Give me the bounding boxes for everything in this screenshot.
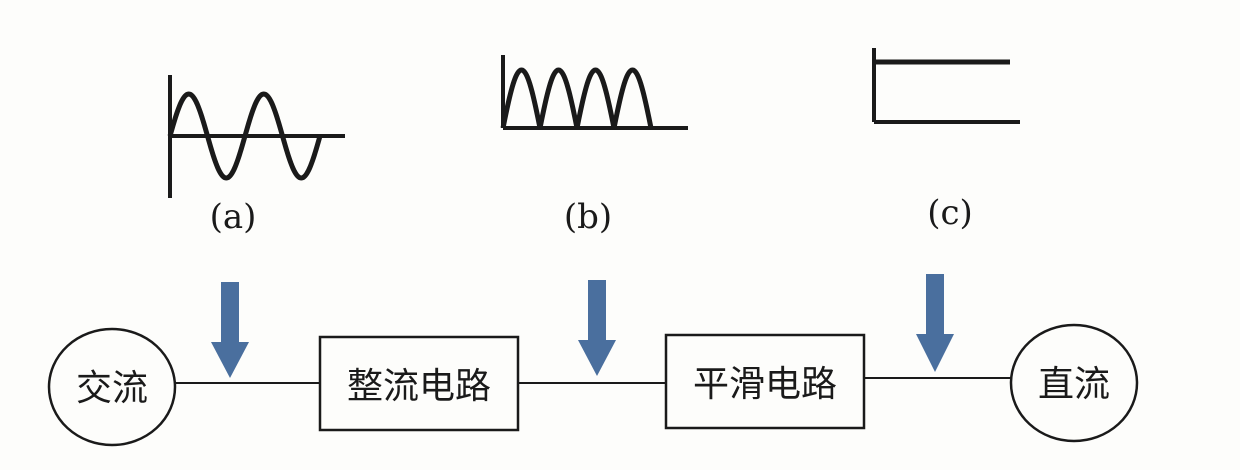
output-node: 直流 xyxy=(1009,323,1139,443)
output-circle xyxy=(1009,323,1139,443)
waveform-a-label: (a) xyxy=(210,197,257,237)
smoothing-node: 平滑电路 xyxy=(664,333,866,430)
arrow-a-down-icon xyxy=(211,282,249,378)
rectifier-node: 整流电路 xyxy=(318,335,520,432)
output-label: 直流 xyxy=(1038,364,1110,405)
waveform-c-label: (c) xyxy=(927,193,973,233)
source-label: 交流 xyxy=(76,368,148,409)
signal-path xyxy=(175,377,1012,384)
waveform-b: (b) xyxy=(500,55,688,237)
arrows xyxy=(211,274,954,378)
waveform-a: (a) xyxy=(167,75,345,237)
rectifier-box xyxy=(318,335,520,432)
arrow-c-down-icon xyxy=(916,274,954,372)
rectifier-label: 整流电路 xyxy=(347,366,491,407)
arrow-b-down-icon xyxy=(578,280,616,376)
smoothing-box xyxy=(664,333,866,430)
source-node: 交流 xyxy=(47,327,177,447)
waveform-a-sine-curve xyxy=(167,91,323,181)
waveform-b-label: (b) xyxy=(564,197,612,237)
waveform-b-rectified-curve xyxy=(500,67,654,129)
waveform-c: (c) xyxy=(872,48,1020,233)
source-circle xyxy=(47,327,177,447)
smoothing-label: 平滑电路 xyxy=(693,364,837,405)
